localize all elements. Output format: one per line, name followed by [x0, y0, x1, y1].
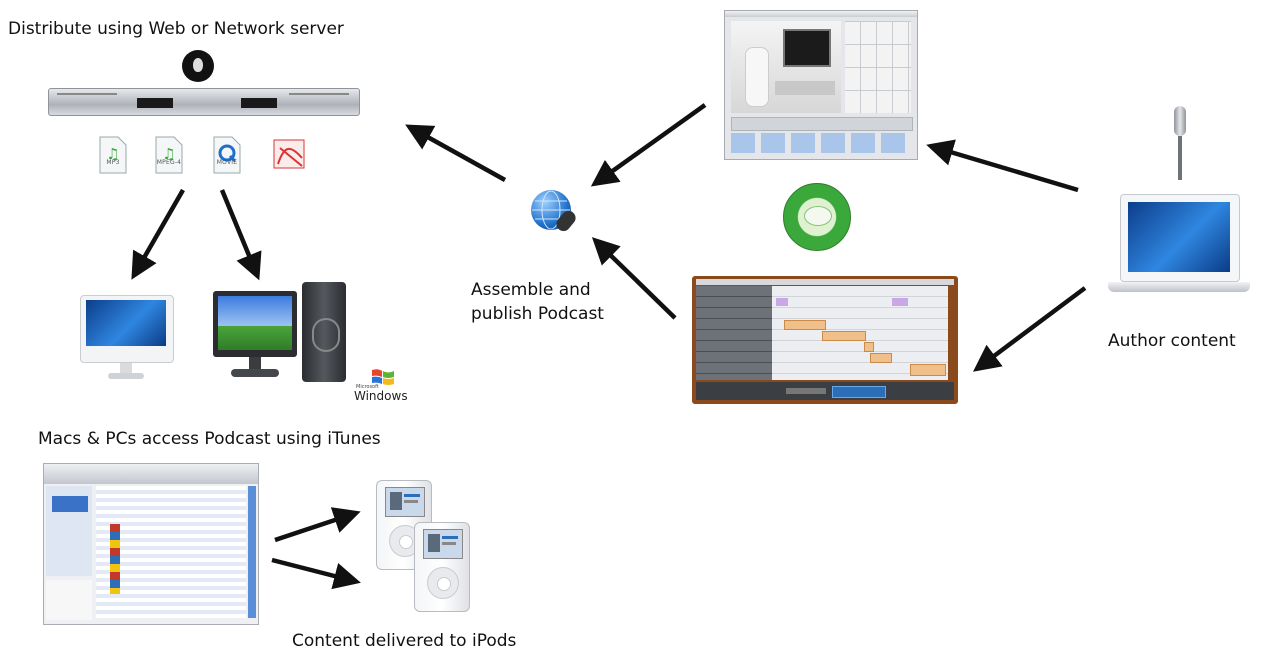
label-access: Macs & PCs access Podcast using iTunes	[38, 429, 381, 449]
arrow-to-server	[405, 124, 507, 182]
pc-tower-icon	[302, 282, 346, 382]
arrow-editor-to-globe	[590, 103, 707, 187]
mp3-file-icon: ♫ MP3	[98, 135, 128, 175]
windows-word: Windows	[354, 389, 408, 403]
label-distribute: Distribute using Web or Network server	[8, 19, 344, 39]
arrow-author-to-garageband	[972, 286, 1087, 372]
movie-file-icon: MOVIE	[212, 135, 242, 175]
label-author: Author content	[1108, 331, 1236, 351]
label-assemble-line2: publish Podcast	[471, 304, 604, 324]
svg-text:♫: ♫	[162, 145, 175, 163]
windows-small-text: Microsoft	[356, 384, 379, 390]
mpeg4-file-icon: ♫ MPEG-4	[154, 135, 184, 175]
arrow-author-to-editor	[926, 139, 1079, 193]
ipod-icon-front	[414, 522, 470, 612]
cd-icon	[783, 183, 851, 251]
arrow-itunes-to-ipod1	[274, 507, 361, 543]
microphone-icon	[1172, 106, 1188, 182]
pc-monitor-icon	[213, 291, 297, 381]
garageband-screenshot	[692, 276, 958, 404]
video-editor-screenshot	[724, 10, 918, 160]
arrow-server-to-pc	[219, 189, 262, 281]
server-icon	[48, 88, 360, 116]
label-delivered: Content delivered to iPods	[292, 631, 517, 651]
mp3-file-label: MP3	[106, 159, 120, 166]
arrow-itunes-to-ipod2	[271, 557, 361, 590]
svg-text:♫: ♫	[106, 145, 119, 163]
mpeg4-file-label: MPEG-4	[156, 159, 182, 166]
imac-icon	[80, 295, 174, 385]
arrow-garageband-to-globe	[591, 237, 677, 320]
pdf-file-icon	[272, 138, 308, 172]
itunes-screenshot	[43, 463, 259, 625]
apple-logo-icon	[182, 50, 214, 82]
podcast-globe-icon	[531, 190, 583, 236]
arrow-server-to-mac	[131, 188, 185, 280]
windows-logo-icon: Microsoft Windows	[352, 366, 414, 404]
laptop-icon	[1108, 194, 1250, 298]
movie-file-label: MOVIE	[216, 159, 238, 166]
label-assemble-line1: Assemble and	[471, 280, 591, 300]
